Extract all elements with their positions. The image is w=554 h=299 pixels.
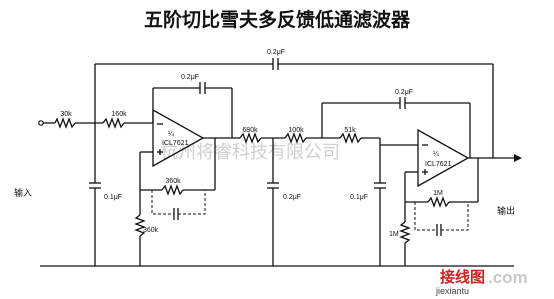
resistor-1m-fb-label: 1M [433,190,443,197]
opamp-1 [139,108,240,215]
resistor-160k [102,117,153,129]
resistor-360k-gnd-label: 360k [143,227,159,234]
logo-url: jiexiantu [435,286,469,296]
site-logo: 接线图 .com jiexiantu [435,268,528,296]
resistor-51k-label: 51k [344,127,356,134]
cap-fb-2-label: 0.2μF [395,89,413,96]
cap-gnd-2-label: 0.2μF [283,194,301,201]
top-feedback-loop [94,58,494,158]
resistor-160k-label: 160k [111,111,127,118]
input-label: 输入 [14,187,32,199]
resistor-1m-fb [405,158,479,208]
logo-cn: 接线图 [440,268,485,286]
resistor-100k [284,132,340,144]
opamp-2-sub: ¼ [433,151,439,158]
resistor-680k-label: 680k [242,127,258,134]
resistor-360k-gnd [134,214,146,266]
opamp-1-label: ICL7621 [162,140,189,147]
resistor-680k [239,132,285,144]
logo-en: .com [488,268,528,287]
cap-fb-1 [152,82,233,138]
opamp-1-sub: ¼ [168,131,174,138]
opamp-2-label: ICL7621 [425,161,452,168]
resistor-100k-label: 100k [288,127,304,134]
resistor-1m-gnd [399,221,411,266]
resistor-360k-fb [140,138,216,196]
cap-gnd-1 [89,182,101,266]
watermark-text: 杭州将睿科技有限公司 [160,142,340,163]
dashed-cap-2 [414,202,469,236]
cap-gnd-2 [267,182,279,266]
cap-fb-1-label: 0.2μF [181,74,199,81]
resistor-51k [339,132,418,146]
cap-gnd-3 [374,182,386,266]
cap-gnd-3-label: 0.1μF [350,194,368,201]
dashed-cap-1 [151,190,206,220]
output-label: 输出 [497,205,515,217]
output-arrow-icon [514,154,522,162]
resistor-30k-label: 30k [60,111,72,118]
cap-fb-2 [321,97,471,158]
input-terminal [38,117,103,129]
opamp-2 [404,128,514,222]
cap-top-long-label: 0.2μF [267,49,285,56]
resistor-360k-fb-label: 360k [165,178,181,185]
cap-gnd-1-label: 0.1μF [104,194,122,201]
diagram-title: 五阶切比雪夫多反馈低通滤波器 [144,8,411,31]
resistor-1m-gnd-label: 1M [389,231,399,238]
